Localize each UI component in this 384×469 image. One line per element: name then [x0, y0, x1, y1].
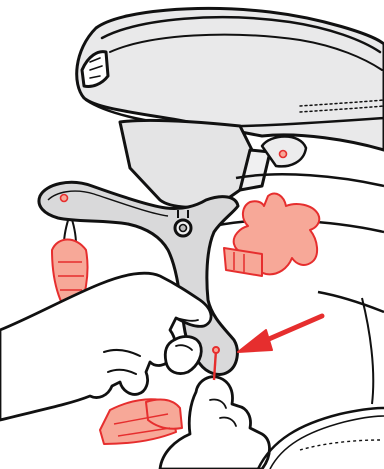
mount-screw-icon: [280, 151, 287, 158]
left-screw-icon: [61, 195, 68, 202]
